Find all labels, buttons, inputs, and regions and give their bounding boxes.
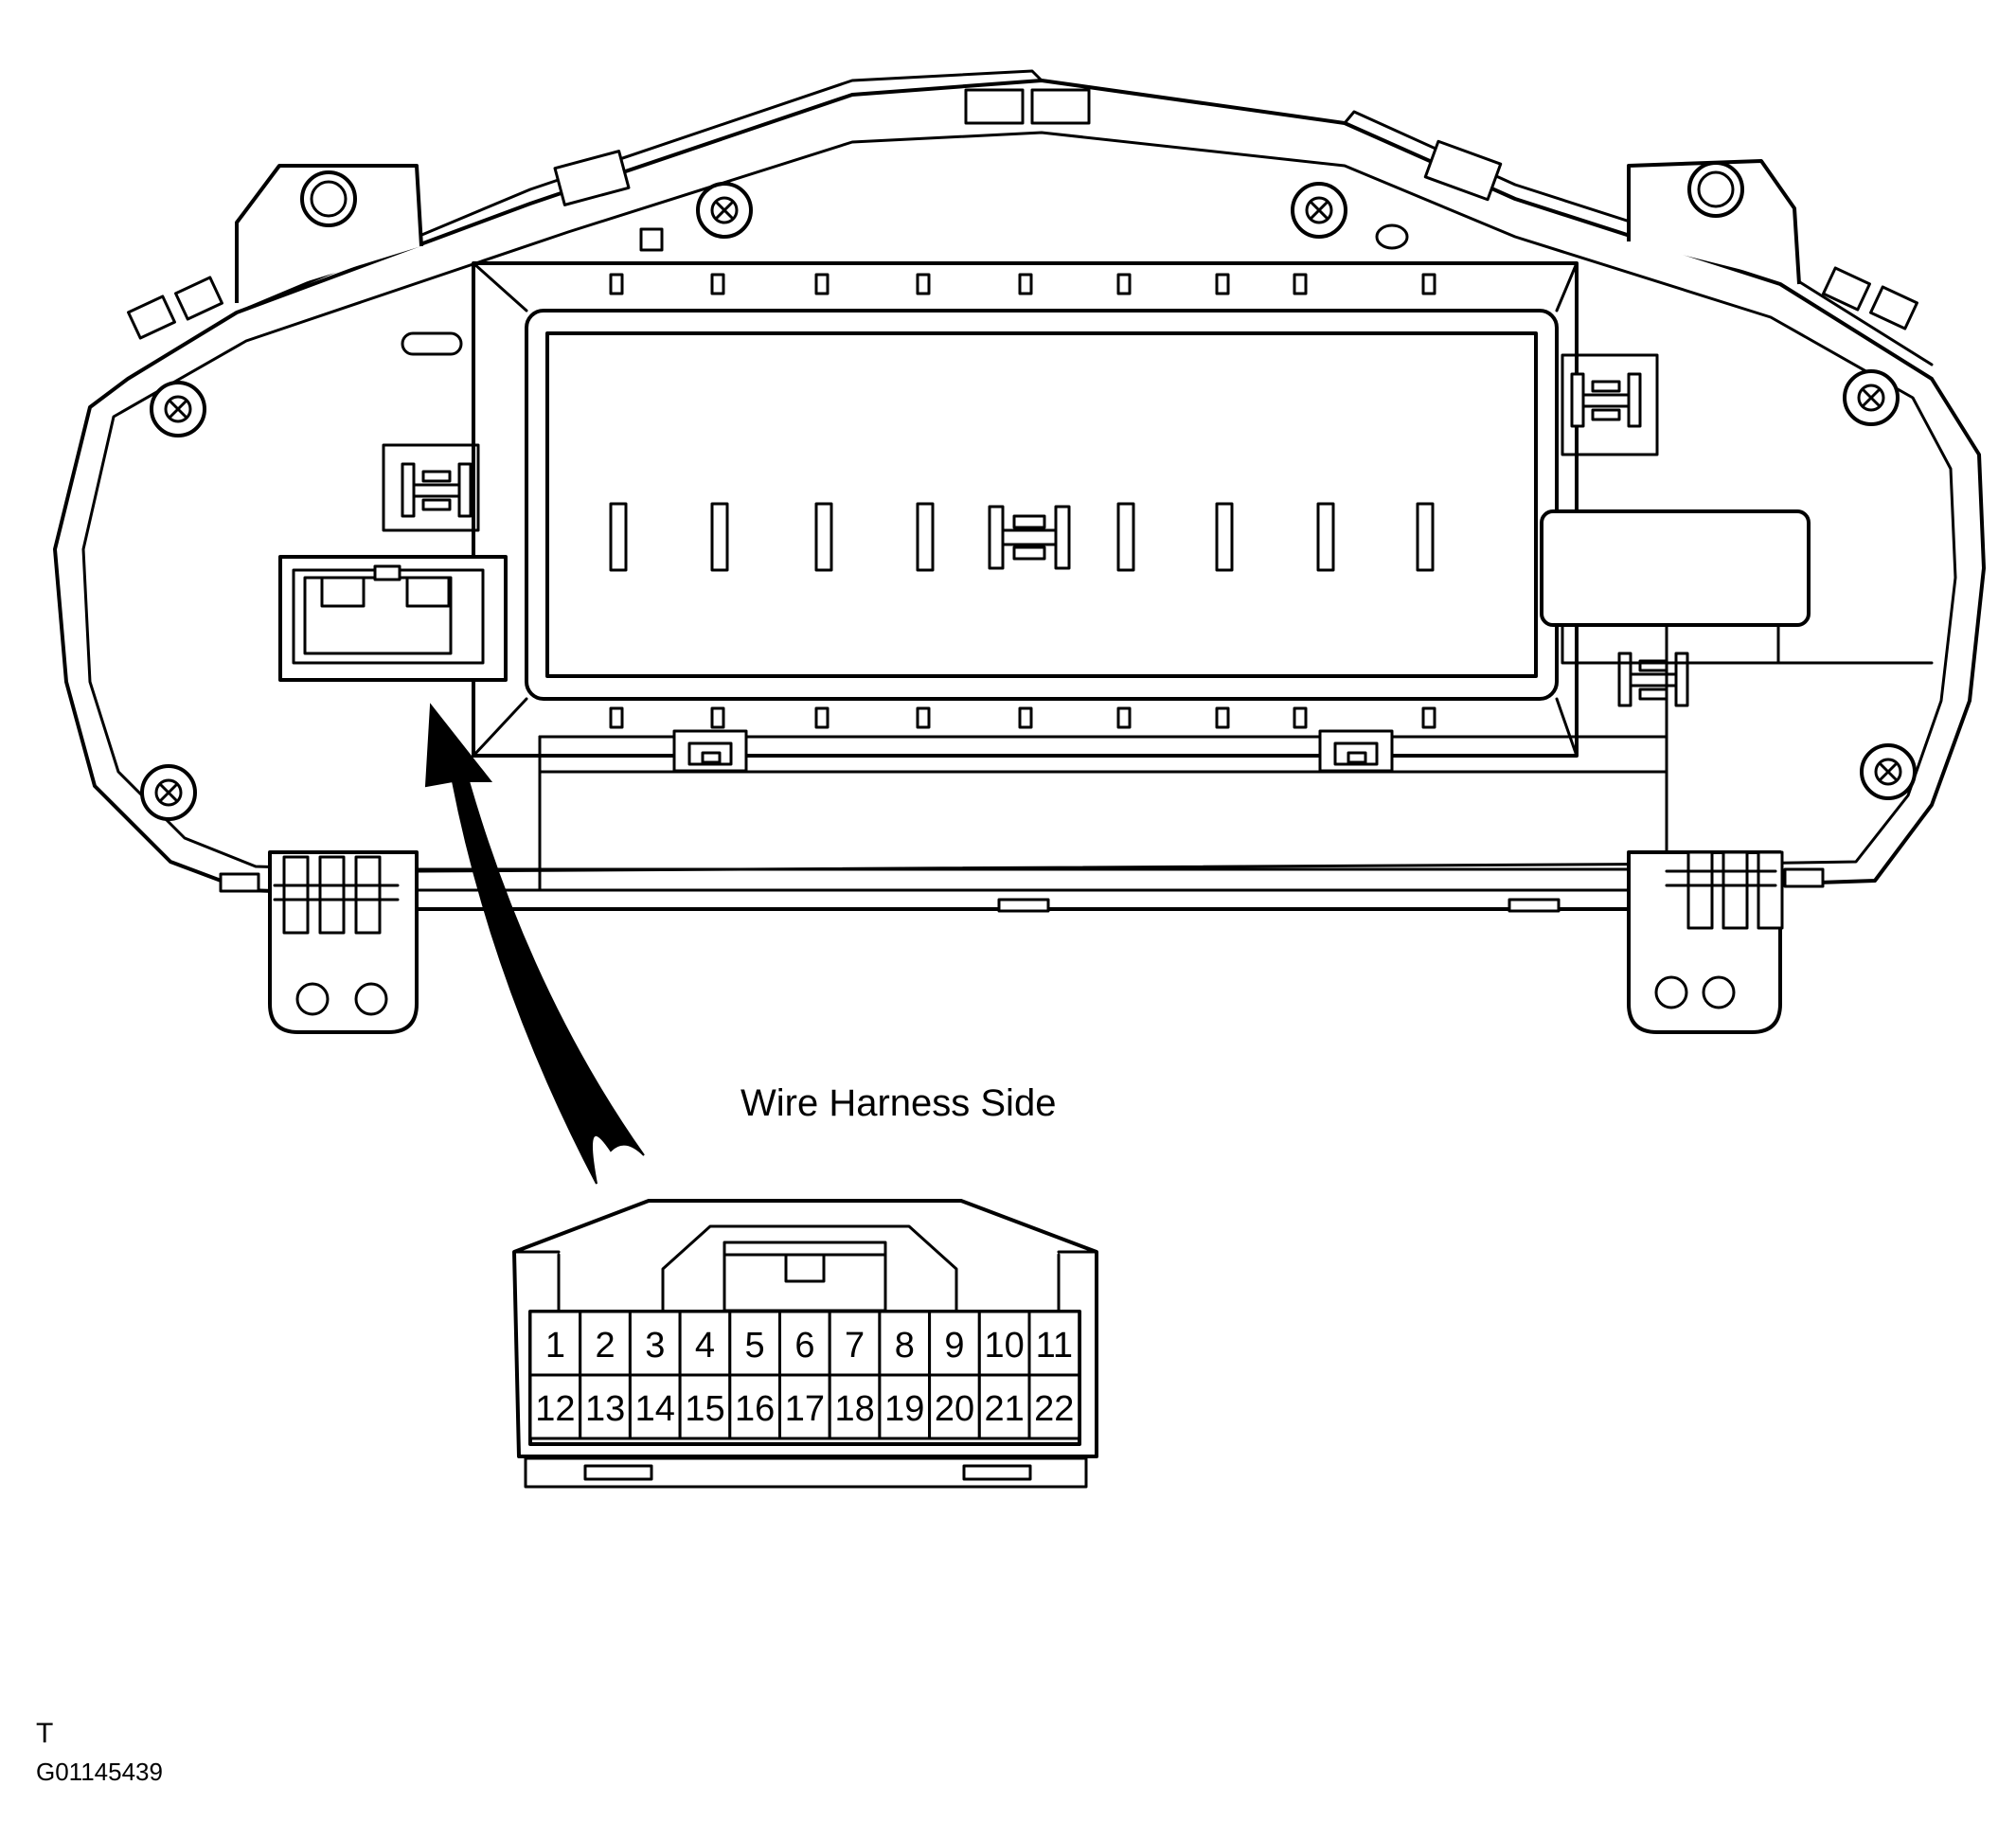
- pin-number: 11: [1036, 1326, 1073, 1366]
- top-clip: [1423, 139, 1503, 202]
- socket-housing: [1561, 353, 1659, 456]
- pin-number: 9: [944, 1326, 964, 1366]
- top-clip: [127, 295, 176, 340]
- pin-cell: [977, 1310, 1031, 1377]
- pin-number: 16: [735, 1389, 775, 1429]
- bulb-socket: [1570, 372, 1642, 428]
- small-tab: [219, 872, 260, 893]
- bottom-right-bracket: [1627, 850, 1784, 1034]
- screw: [1291, 182, 1347, 239]
- pin-number: 2: [596, 1326, 616, 1366]
- pin-number: 19: [884, 1389, 924, 1429]
- display-terminal-slots: [609, 502, 1435, 572]
- frame-corner-line: [472, 261, 1579, 758]
- pin-number: 13: [585, 1389, 625, 1429]
- pin-cell: [828, 1310, 882, 1377]
- pin-cell: [778, 1310, 831, 1377]
- bulb-socket: [1617, 652, 1689, 707]
- pin-cell: [878, 1373, 932, 1440]
- pin-number: 21: [984, 1389, 1024, 1429]
- pin-number: 15: [685, 1389, 724, 1429]
- bottom-left-bracket: [268, 850, 419, 1034]
- screw: [696, 182, 753, 239]
- pin-cell: [628, 1310, 682, 1377]
- left-mounting-ear: [235, 164, 423, 303]
- wire-harness-side-caption: Wire Harness Side: [740, 1082, 1056, 1124]
- top-clip: [553, 150, 631, 206]
- pin-number: 3: [645, 1326, 665, 1366]
- right-side-block: [1540, 509, 1811, 627]
- socket-housing: [382, 443, 480, 532]
- pin-number: 20: [935, 1389, 974, 1429]
- combination-meter-assembly: [53, 69, 1986, 1034]
- bulb-socket: [401, 462, 473, 518]
- rail-clip: [672, 729, 748, 773]
- housing-rib: [235, 69, 1044, 314]
- small-oval-hole: [1375, 223, 1409, 250]
- small-square-hole: [639, 227, 664, 252]
- top-clip: [1869, 285, 1918, 330]
- screw: [1843, 369, 1900, 426]
- pin-number: 10: [984, 1326, 1024, 1366]
- bottom-rail: [386, 735, 1668, 892]
- frame-slots-bottom: [609, 706, 1436, 729]
- pin-number: 22: [1034, 1389, 1074, 1429]
- pin-cell: [928, 1310, 981, 1377]
- pin-number: 5: [745, 1326, 765, 1366]
- top-clip: [1030, 88, 1091, 125]
- display-window: [545, 331, 1538, 678]
- pin-number: 12: [535, 1389, 575, 1429]
- top-clip: [964, 88, 1025, 125]
- meter-housing-outline: [53, 79, 1986, 911]
- top-clip: [1822, 266, 1871, 312]
- pin-cell: [828, 1373, 882, 1440]
- pin-cell: [1027, 1310, 1081, 1377]
- pin-cell: [728, 1310, 781, 1377]
- pin-number: 17: [785, 1389, 825, 1429]
- housing-rib: [1343, 110, 1934, 366]
- pin-number: 14: [635, 1389, 675, 1429]
- right-side-body: [1561, 623, 1934, 854]
- pin-number: 1: [545, 1326, 565, 1366]
- small-tab: [997, 898, 1050, 913]
- pin-cell: [1027, 1373, 1081, 1440]
- pointer-arrow: [424, 703, 645, 1185]
- pin-number: 7: [845, 1326, 865, 1366]
- rail-clip: [1318, 729, 1394, 773]
- slot-hole: [401, 331, 463, 356]
- small-tab: [1783, 867, 1825, 888]
- pin-number: 6: [794, 1326, 814, 1366]
- pin-cell: [928, 1373, 981, 1440]
- pin-number: 18: [834, 1389, 874, 1429]
- top-clip: [174, 276, 223, 321]
- screw: [150, 381, 206, 437]
- pin-cell: [778, 1373, 831, 1440]
- small-tab: [1508, 898, 1561, 913]
- screw: [140, 764, 197, 821]
- pin-number: 4: [695, 1326, 715, 1366]
- pin-cell: [878, 1310, 932, 1377]
- illustration-mark: T: [36, 1718, 53, 1749]
- pin-number: 8: [895, 1326, 915, 1366]
- pin-cell: [579, 1373, 632, 1440]
- right-mounting-ear: [1627, 159, 1801, 285]
- frame-slots-top: [609, 273, 1436, 295]
- meter-connector-socket: [278, 555, 508, 682]
- figure-id: G01145439: [36, 1758, 163, 1786]
- bulb-socket: [988, 505, 1071, 570]
- screw: [1860, 743, 1917, 800]
